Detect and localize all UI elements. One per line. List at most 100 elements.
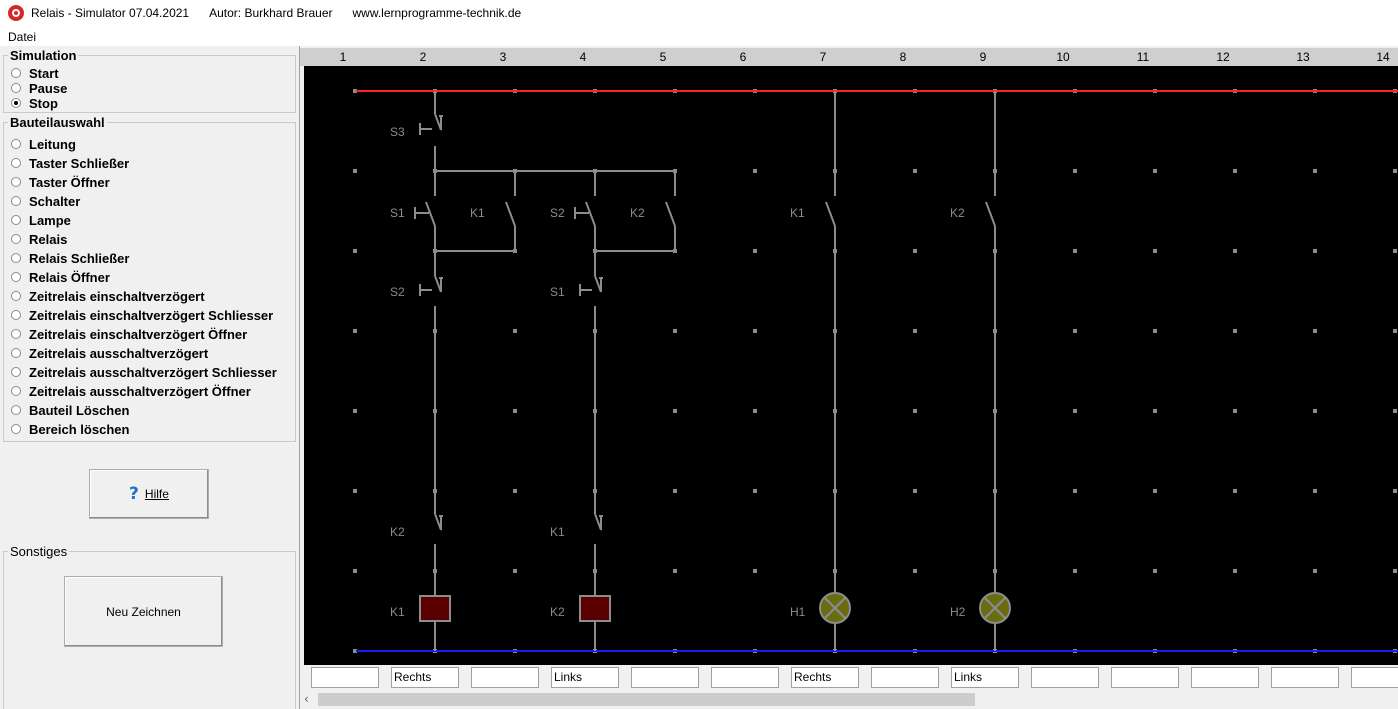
radio-button[interactable]	[11, 196, 21, 206]
grid-dot[interactable]	[1313, 489, 1317, 493]
grid-dot[interactable]	[1153, 169, 1157, 173]
direction-field[interactable]: Rechts	[391, 667, 459, 688]
grid-dot[interactable]	[353, 489, 357, 493]
direction-field[interactable]	[1271, 667, 1339, 688]
direction-field[interactable]	[1111, 667, 1179, 688]
grid-dot[interactable]	[913, 489, 917, 493]
radio-button[interactable]	[11, 405, 21, 415]
component-option[interactable]: Bereich löschen	[11, 421, 129, 437]
radio-button[interactable]	[11, 158, 21, 168]
help-button[interactable]: ? Hilfe	[89, 469, 209, 519]
horizontal-scrollbar[interactable]: ‹	[300, 690, 1398, 709]
grid-dot[interactable]	[1313, 329, 1317, 333]
component-option[interactable]: Taster Schließer	[11, 155, 129, 171]
grid-dot[interactable]	[1153, 329, 1157, 333]
grid-dot[interactable]	[753, 249, 757, 253]
grid-dot[interactable]	[1153, 249, 1157, 253]
grid-dot[interactable]	[1313, 409, 1317, 413]
scroll-thumb[interactable]	[318, 693, 975, 706]
radio-button[interactable]	[11, 215, 21, 225]
grid-dot[interactable]	[353, 89, 357, 93]
component-option[interactable]: Schalter	[11, 193, 80, 209]
grid-dot[interactable]	[913, 249, 917, 253]
component-option[interactable]: Zeitrelais ausschaltverzögert	[11, 345, 208, 361]
scroll-left-icon[interactable]: ‹	[304, 692, 309, 706]
component-option[interactable]: Lampe	[11, 212, 71, 228]
grid-dot[interactable]	[753, 329, 757, 333]
grid-dot[interactable]	[673, 569, 677, 573]
direction-field[interactable]: Links	[551, 667, 619, 688]
grid-dot[interactable]	[1393, 169, 1397, 173]
simulation-option-start[interactable]: Start	[11, 65, 59, 81]
radio-button[interactable]	[11, 348, 21, 358]
grid-dot[interactable]	[513, 569, 517, 573]
direction-field[interactable]	[311, 667, 379, 688]
grid-dot[interactable]	[1313, 569, 1317, 573]
grid-dot[interactable]	[913, 169, 917, 173]
component-option[interactable]: Zeitrelais einschaltverzögert Schliesser	[11, 307, 273, 323]
radio-button[interactable]	[11, 98, 21, 108]
redraw-button[interactable]: Neu Zeichnen	[64, 576, 223, 647]
grid-dot[interactable]	[353, 649, 357, 653]
direction-field[interactable]	[471, 667, 539, 688]
radio-button[interactable]	[11, 329, 21, 339]
grid-dot[interactable]	[1233, 569, 1237, 573]
grid-dot[interactable]	[513, 409, 517, 413]
grid-dot[interactable]	[1233, 329, 1237, 333]
grid-dot[interactable]	[913, 409, 917, 413]
radio-button[interactable]	[11, 139, 21, 149]
component-option[interactable]: Relais Schließer	[11, 250, 129, 266]
grid-dot[interactable]	[1073, 409, 1077, 413]
grid-dot[interactable]	[1233, 489, 1237, 493]
grid-dot[interactable]	[1073, 169, 1077, 173]
menu-datei[interactable]: Datei	[8, 30, 37, 44]
simulation-option-stop[interactable]: Stop	[11, 95, 58, 111]
grid-dot[interactable]	[513, 329, 517, 333]
grid-dot[interactable]	[673, 409, 677, 413]
grid-dot[interactable]	[1233, 249, 1237, 253]
radio-button[interactable]	[11, 177, 21, 187]
direction-field[interactable]: Rechts	[791, 667, 859, 688]
direction-field[interactable]	[711, 667, 779, 688]
radio-button[interactable]	[11, 424, 21, 434]
grid-dot[interactable]	[1313, 169, 1317, 173]
component-option[interactable]: Zeitrelais einschaltverzögert	[11, 288, 205, 304]
grid-dot[interactable]	[753, 169, 757, 173]
grid-dot[interactable]	[1233, 169, 1237, 173]
component-option[interactable]: Leitung	[11, 136, 76, 152]
grid-dot[interactable]	[1233, 409, 1237, 413]
direction-field[interactable]	[1191, 667, 1259, 688]
component-option[interactable]: Zeitrelais ausschaltverzögert Schliesser	[11, 364, 277, 380]
radio-button[interactable]	[11, 310, 21, 320]
radio-button[interactable]	[11, 68, 21, 78]
radio-button[interactable]	[11, 386, 21, 396]
radio-button[interactable]	[11, 291, 21, 301]
grid-dot[interactable]	[353, 169, 357, 173]
grid-dot[interactable]	[1393, 569, 1397, 573]
direction-field[interactable]	[631, 667, 699, 688]
component-option[interactable]: Relais Öffner	[11, 269, 110, 285]
grid-dot[interactable]	[353, 569, 357, 573]
grid-dot[interactable]	[1153, 409, 1157, 413]
grid-dot[interactable]	[1073, 249, 1077, 253]
grid-dot[interactable]	[353, 409, 357, 413]
grid-dot[interactable]	[513, 489, 517, 493]
grid-dot[interactable]	[673, 329, 677, 333]
grid-dot[interactable]	[1393, 329, 1397, 333]
grid-dot[interactable]	[1393, 409, 1397, 413]
grid-dot[interactable]	[1153, 569, 1157, 573]
radio-button[interactable]	[11, 272, 21, 282]
direction-field[interactable]	[1031, 667, 1099, 688]
grid-dot[interactable]	[753, 489, 757, 493]
grid-dot[interactable]	[353, 249, 357, 253]
radio-button[interactable]	[11, 234, 21, 244]
grid-dot[interactable]	[1393, 489, 1397, 493]
component-option[interactable]: Zeitrelais einschaltverzögert Öffner	[11, 326, 247, 342]
grid-dot[interactable]	[673, 489, 677, 493]
grid-dot[interactable]	[1153, 489, 1157, 493]
component-option[interactable]: Taster Öffner	[11, 174, 110, 190]
component-option[interactable]: Zeitrelais ausschaltverzögert Öffner	[11, 383, 251, 399]
grid-dot[interactable]	[1073, 329, 1077, 333]
grid-dot[interactable]	[913, 329, 917, 333]
grid-dot[interactable]	[1313, 249, 1317, 253]
